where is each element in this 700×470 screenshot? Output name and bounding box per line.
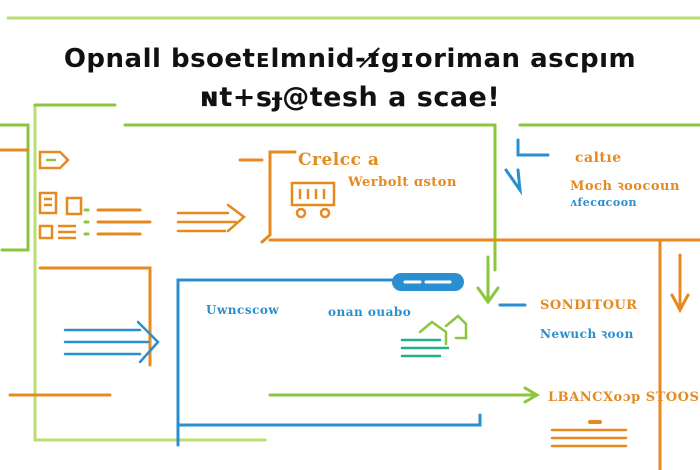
down-arrow-icon	[476, 255, 500, 305]
sonditour-label: SONDITOUR	[540, 298, 638, 313]
left-panel-frame	[33, 103, 267, 442]
onan-ouabo-label: onan ouabo	[328, 305, 412, 319]
tag-icon	[38, 150, 70, 170]
upper-frame-green-2	[123, 123, 497, 272]
list-lines-icon	[83, 208, 152, 236]
right-arrow-icon	[176, 203, 246, 233]
newuch-soon-label: Newuch ꝛoon	[540, 327, 634, 341]
create-label: Crelcc a	[298, 150, 380, 170]
down-arrow-icon	[670, 253, 690, 314]
diagram-title-line-2: ɴt+sɟ@tesh a scae!	[199, 82, 501, 113]
caltie-label: caltıe	[575, 150, 622, 166]
pill-badge-icon	[392, 273, 464, 291]
uwncscow-label: Uwncscow	[206, 303, 280, 317]
document-stack-icon	[38, 196, 83, 240]
cart-icon	[290, 181, 336, 219]
lbancscop-stoos-label: LBANCXoɔp STOOS	[548, 390, 700, 405]
afecoon-label: ʌfecɑcoon	[570, 196, 638, 209]
lines-box-icon	[550, 420, 628, 448]
left-outer-frame	[0, 123, 30, 252]
frame-lines	[0, 16, 700, 442]
document-icon	[38, 191, 58, 215]
diagram-title-line-1: Opnall bsoetᴇlmnid-ɪ̸gɪoriman ascpım	[63, 44, 637, 74]
webout-aston-label: Werbolt ɑston	[348, 175, 457, 190]
left-orange-box	[38, 266, 152, 367]
right-arrow-icon	[63, 320, 160, 364]
moch-roocoun-label: Moch ꝛoocoun	[570, 179, 680, 194]
bottom-connector-arrow	[268, 386, 540, 404]
create-process-box	[238, 150, 700, 470]
stacked-boxes-icon	[400, 314, 468, 358]
down-arrow-icon	[504, 138, 550, 196]
send-process-box	[176, 278, 527, 447]
